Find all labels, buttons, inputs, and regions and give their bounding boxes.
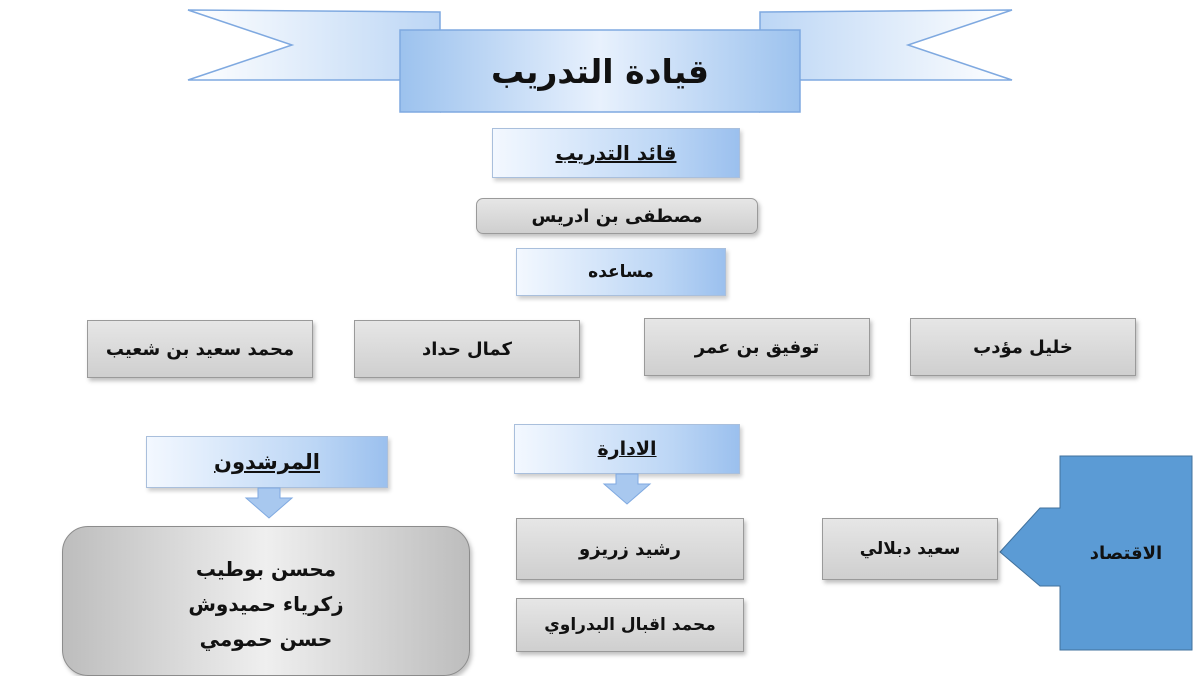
guide-member-3: حسن حمومي xyxy=(199,627,333,651)
guides-down-arrow xyxy=(244,487,294,519)
assistant-box-4: محمد سعيد بن شعيب xyxy=(87,320,313,378)
assistant-box-2: توفيق بن عمر xyxy=(644,318,870,376)
leader-name: مصطفى بن ادريس xyxy=(476,198,758,234)
guides-heading: المرشدون xyxy=(146,436,388,488)
administration-member-1: رشيد زريزو xyxy=(516,518,744,580)
administration-heading: الادارة xyxy=(514,424,740,474)
economy-heading: الاقتصاد xyxy=(1089,542,1163,564)
banner-left-tail xyxy=(187,9,441,81)
economy-member: سعيد دبلالي xyxy=(822,518,998,580)
banner-right-tail xyxy=(759,9,1013,81)
assistant-box-3: كمال حداد xyxy=(354,320,580,378)
economy-arrow-shape xyxy=(999,455,1193,651)
administration-down-arrow xyxy=(602,473,652,505)
banner-ribbon xyxy=(187,9,1013,114)
guide-member-2: زكرياء حميدوش xyxy=(188,592,344,616)
leader-heading: قائد التدريب xyxy=(492,128,740,178)
guides-members-box: محسن بوطيب زكرياء حميدوش حسن حمومي xyxy=(62,526,470,676)
assistant-label: مساعده xyxy=(516,248,726,296)
assistant-box-1: خليل مؤدب xyxy=(910,318,1136,376)
guide-member-1: محسن بوطيب xyxy=(195,557,337,581)
banner-center xyxy=(399,29,801,113)
administration-member-2: محمد اقبال البدراوي xyxy=(516,598,744,652)
banner-title: قيادة التدريب xyxy=(491,51,709,91)
